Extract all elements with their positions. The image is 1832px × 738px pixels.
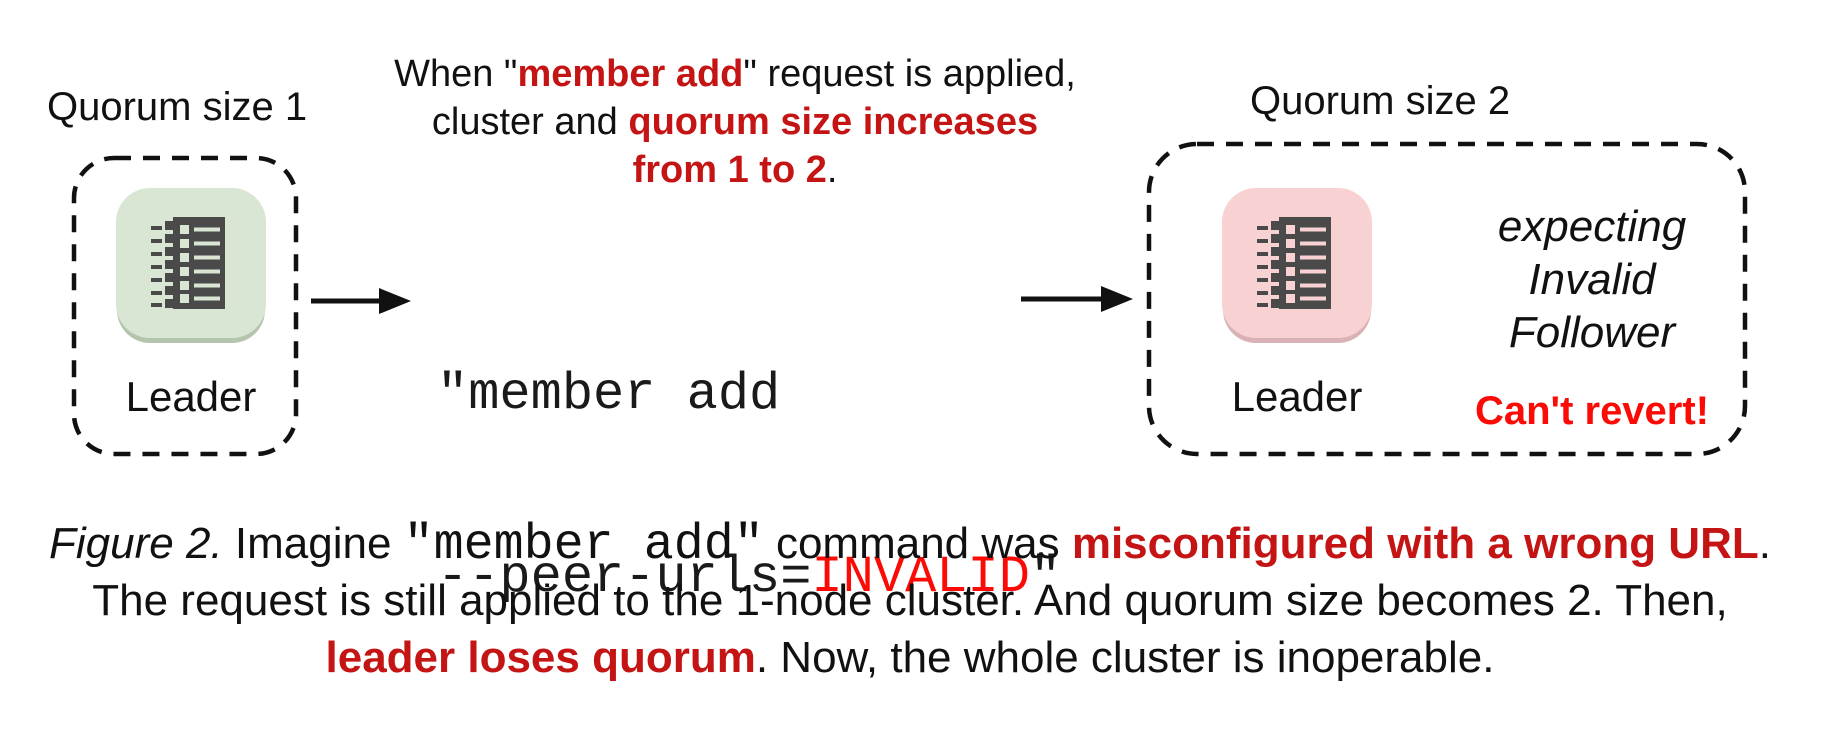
figure-caption: Figure 2. Imagine "member add" command w… bbox=[30, 515, 1790, 686]
caption-member-add-code: "member add" bbox=[403, 517, 764, 574]
left-cluster-dashed-border bbox=[71, 155, 299, 457]
caption-loses-quorum-emphasis: leader loses quorum bbox=[325, 633, 756, 682]
caption-line-1: Figure 2. Imagine "member add" command w… bbox=[49, 517, 1771, 574]
caption-line-3: leader loses quorum. Now, the whole clus… bbox=[325, 633, 1495, 682]
note-member-add-emphasis: member add bbox=[517, 53, 744, 95]
note-line-3: from 1 to 2. bbox=[632, 149, 838, 191]
command-line-2: --peer-urls=INVALID" bbox=[437, 548, 1062, 607]
leader-node-tile-green bbox=[116, 188, 266, 338]
member-add-command: "member add --peer-urls=INVALID" bbox=[437, 242, 1061, 730]
left-cluster-heading: Quorum size 1 bbox=[47, 85, 308, 129]
cant-revert-warning: Can't revert! bbox=[1474, 389, 1710, 433]
note-line-1: When "member add" request is applied, bbox=[394, 53, 1076, 95]
note-quorum-emphasis: quorum size increases bbox=[628, 101, 1039, 143]
figure-number-label: Figure 2. bbox=[49, 519, 223, 568]
right-cluster-dashed-border bbox=[1146, 141, 1748, 457]
note-line-2: cluster and quorum size increases bbox=[431, 101, 1039, 143]
expecting-line-3: Follower bbox=[1508, 308, 1676, 357]
invalid-url-emphasis: INVALID bbox=[811, 548, 1030, 607]
arrow-right-icon bbox=[1021, 286, 1133, 312]
expecting-line-1: expecting bbox=[1497, 202, 1687, 251]
command-line-1: "member add bbox=[437, 365, 781, 424]
notebook-list-icon bbox=[1257, 217, 1331, 309]
right-cluster-heading: Quorum size 2 bbox=[1250, 79, 1511, 123]
caption-misconfigured-emphasis: misconfigured with a wrong URL bbox=[1071, 519, 1759, 568]
caption-line-2: The request is still applied to the 1-no… bbox=[92, 576, 1728, 625]
member-add-note: When "member add" request is applied, cl… bbox=[360, 50, 1110, 194]
notebook-list-icon bbox=[151, 217, 225, 309]
right-leader-label: Leader bbox=[1231, 373, 1363, 420]
expecting-line-2: Invalid bbox=[1528, 255, 1656, 304]
arrow-right-icon bbox=[311, 288, 411, 314]
note-from-1-to-2-emphasis: from 1 to 2 bbox=[632, 149, 827, 191]
expecting-invalid-follower-note: expecting Invalid Follower bbox=[1432, 200, 1752, 359]
leader-node-tile-pink bbox=[1222, 188, 1372, 338]
left-leader-label: Leader bbox=[125, 373, 257, 420]
